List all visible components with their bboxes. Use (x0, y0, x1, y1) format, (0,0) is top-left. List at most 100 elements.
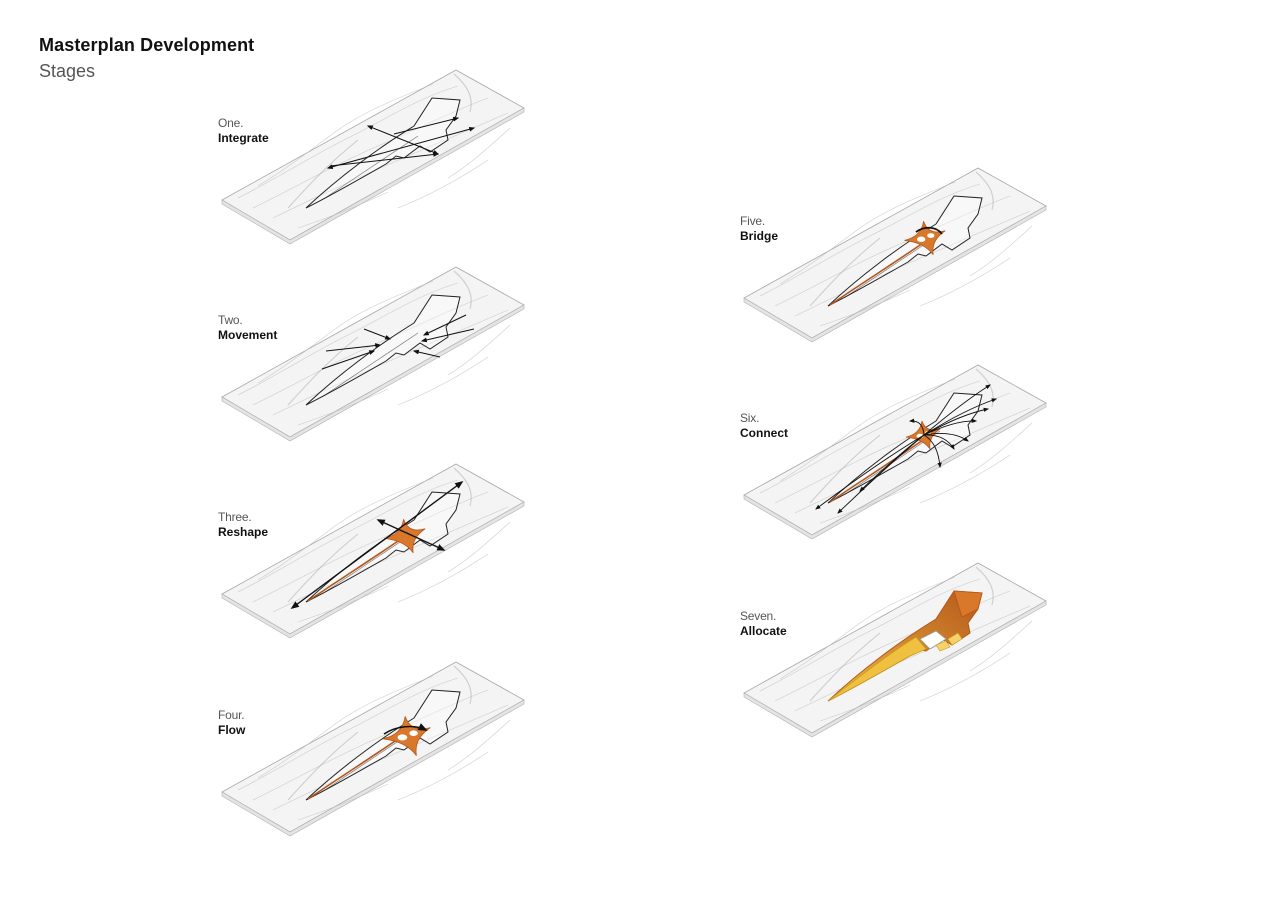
site-outline (305, 689, 461, 801)
movement-arrow (325, 343, 382, 352)
terrain-contour (297, 191, 389, 229)
stage-number: Seven. (740, 609, 777, 623)
stage-name: Flow (218, 723, 246, 737)
terrain-contour (257, 675, 434, 779)
connection-arrow (815, 434, 925, 510)
terrain-ridge (975, 171, 994, 211)
terrain-contour (794, 210, 1031, 317)
stage-number: Six. (740, 411, 760, 425)
page-subtitle: Stages (39, 61, 96, 81)
terrain-contour (272, 309, 509, 416)
terrain-contour (919, 454, 1011, 504)
terrain-contour (447, 719, 511, 771)
terrain-ridge (809, 632, 881, 702)
movement-arrow (412, 349, 441, 358)
node-void (917, 236, 926, 242)
terrain-contour (397, 159, 489, 209)
terrain-contour (237, 282, 459, 396)
node-void (927, 233, 935, 238)
terrain-contour (397, 751, 489, 801)
terrain-contour (969, 620, 1033, 672)
stage-label: Four. Flow (218, 708, 245, 738)
terrain-ridge (453, 665, 472, 705)
terrain-ridge (975, 566, 994, 606)
stage-number: Five. (740, 214, 766, 228)
stage-name: Allocate (740, 624, 787, 638)
terrain-edge (743, 600, 1047, 738)
movement-arrow (422, 314, 467, 336)
terrain-edge (221, 501, 525, 639)
connection-arrow (923, 398, 998, 436)
terrain-contour (237, 677, 459, 791)
stage-diagram (221, 266, 525, 442)
bridge-link (915, 226, 943, 235)
site-spine (321, 332, 419, 398)
terrain-contour (252, 689, 489, 801)
terrain-edge (221, 107, 525, 245)
terrain-contour (794, 407, 1031, 514)
terrain-edge (221, 699, 525, 837)
terrain-ridge (453, 467, 472, 507)
stage-name: Reshape (218, 525, 269, 539)
movement-arrow (376, 519, 446, 551)
stage-number: Four. (218, 708, 245, 722)
terrain-contour (759, 380, 981, 494)
node-void (409, 730, 418, 736)
terrain-contour (819, 684, 911, 722)
allocation-plaza (919, 630, 947, 650)
terrain-contour (297, 388, 389, 426)
stage-name: Connect (740, 426, 788, 440)
terrain-edge (221, 304, 525, 442)
movement-arrow (326, 126, 476, 170)
terrain-contour (397, 356, 489, 406)
allocation-plot (947, 632, 963, 646)
connection-arrow (923, 407, 990, 436)
connection-arrow (859, 434, 925, 492)
site-outline (305, 294, 461, 406)
connection-arrow (923, 433, 969, 442)
stage-name: Movement (218, 328, 278, 342)
site-outline (827, 195, 983, 307)
connection-arrow (923, 434, 942, 469)
terrain-contour (779, 378, 956, 482)
node-void (397, 734, 408, 741)
connection-arrow (923, 418, 978, 436)
terrain-contour (297, 783, 389, 821)
terrain-contour (969, 225, 1033, 277)
terrain-ridge (287, 336, 359, 406)
terrain-contour (252, 294, 489, 406)
terrain-edge (743, 205, 1047, 343)
stage-label: Seven. Allocate (740, 609, 787, 639)
stage-label: Three. Reshape (218, 510, 268, 540)
allocation-plot (935, 640, 951, 652)
stage-diagram (221, 661, 525, 837)
movement-arrow (420, 328, 475, 343)
stage-number: Two. (218, 313, 243, 327)
connection-arrow (923, 434, 955, 450)
page-title: Masterplan Development (39, 35, 255, 55)
terrain-contour (779, 576, 956, 680)
terrain-contour (969, 422, 1033, 474)
terrain-ridge (809, 434, 881, 504)
terrain-contour (919, 652, 1011, 702)
stage-number: Three. (218, 510, 252, 524)
terrain-ridge (809, 237, 881, 307)
stage-label: One. Integrate (218, 116, 269, 146)
terrain-contour (447, 324, 511, 376)
terrain-contour (759, 183, 981, 297)
stage-diagram (221, 69, 525, 245)
terrain-contour (447, 127, 511, 179)
allocation-zone-north (953, 590, 983, 618)
stage-diagram (221, 463, 525, 639)
movement-arrow (363, 328, 392, 340)
stage-label: Two. Movement (218, 313, 277, 343)
flow-arrow (383, 723, 428, 735)
movement-arrow (321, 350, 376, 370)
terrain-contour (919, 257, 1011, 307)
terrain-contour (272, 704, 509, 811)
stage-diagram (743, 562, 1047, 738)
stage-number: One. (218, 116, 244, 130)
terrain-contour (819, 486, 911, 524)
stage-diagram (743, 167, 1047, 343)
terrain-ridge (287, 731, 359, 801)
